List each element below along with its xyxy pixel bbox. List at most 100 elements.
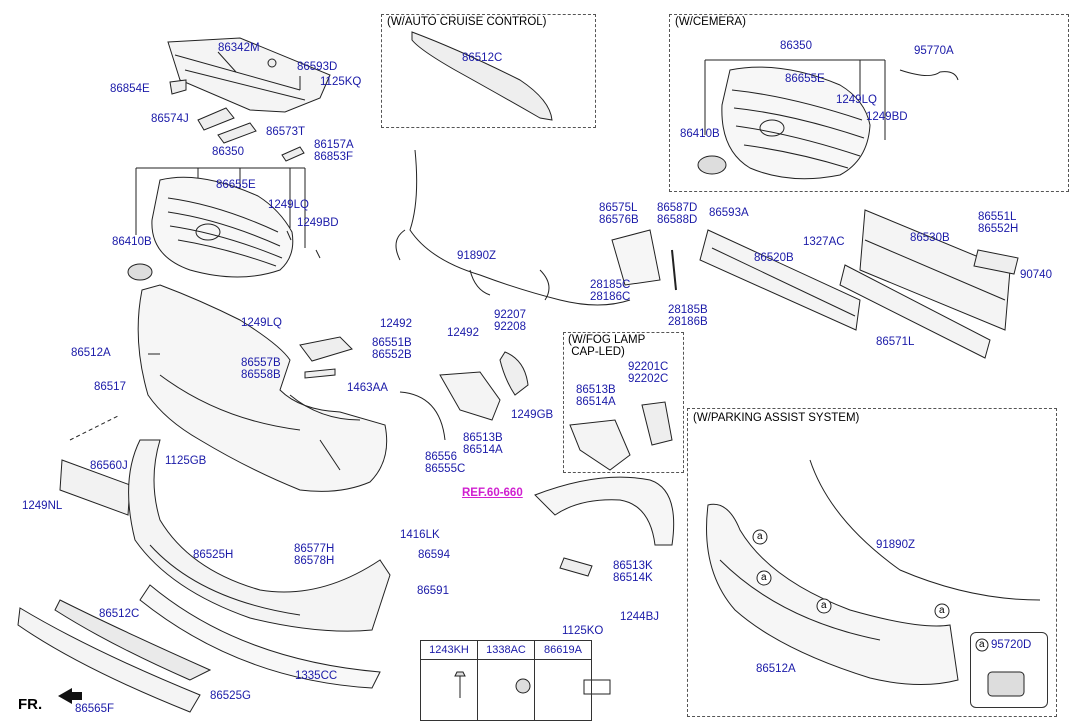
- upper-cover-part: [167, 37, 331, 113]
- part-label[interactable]: 86853F: [314, 151, 354, 163]
- part-label[interactable]: 1463AA: [347, 382, 388, 394]
- part-label[interactable]: 86655E: [216, 179, 256, 191]
- part-label[interactable]: 86530B: [910, 232, 950, 244]
- bracket-86575l: [611, 229, 661, 286]
- fog-bezel-86513b: [439, 371, 501, 421]
- beam-86530b: [859, 209, 1011, 331]
- part-label[interactable]: 86655E: [785, 73, 825, 85]
- part-label[interactable]: 1249BD: [866, 111, 908, 123]
- part-label[interactable]: 86854E: [110, 83, 150, 95]
- part-label[interactable]: 1125KQ: [320, 76, 362, 88]
- clip-86854e: [169, 79, 187, 95]
- part-label[interactable]: 86342M: [218, 42, 260, 54]
- lower-bumper: [128, 439, 391, 632]
- legend-header: 86619A: [534, 640, 592, 660]
- clip-86853f: [281, 146, 305, 162]
- part-label[interactable]: 91890Z: [457, 250, 497, 262]
- part-label[interactable]: 86593A: [709, 207, 749, 219]
- camera-box: [669, 14, 1069, 192]
- part-label[interactable]: 86574J: [151, 113, 189, 125]
- skid-plate: [139, 584, 381, 689]
- part-label[interactable]: 95720D: [991, 639, 1032, 651]
- part-label[interactable]: 86520B: [754, 252, 794, 264]
- auto-cruise-title: (W/AUTO CRUISE CONTROL): [387, 16, 547, 28]
- parking-title: (W/PARKING ASSIST SYSTEM): [693, 412, 860, 424]
- part-label[interactable]: 12492: [447, 327, 479, 339]
- part-label[interactable]: 86512C: [99, 608, 140, 620]
- part-label[interactable]: 90740: [1020, 269, 1052, 281]
- part-label[interactable]: 1249LQ: [836, 94, 877, 106]
- beam-86571l: [839, 264, 991, 359]
- part-label[interactable]: 86350: [212, 146, 244, 158]
- part-label[interactable]: 1125KO: [562, 625, 604, 637]
- part-label[interactable]: 1125GB: [165, 455, 207, 467]
- legend-pad-icon: [534, 659, 592, 721]
- grommet-86593d: [267, 58, 277, 68]
- fastener-legend: 1243KH 1338AC 86619A: [420, 640, 592, 721]
- part-label[interactable]: 86591: [417, 585, 449, 597]
- radiator-grille-left: [127, 176, 294, 281]
- part-label[interactable]: 1244BJ: [620, 611, 660, 623]
- part-label[interactable]: 86157A: [314, 139, 354, 151]
- license-bracket: [59, 459, 131, 516]
- part-label[interactable]: 86513K 86514K: [613, 560, 653, 584]
- part-label[interactable]: 28185C 28186C: [590, 279, 631, 303]
- part-label[interactable]: 86573T: [266, 126, 306, 138]
- front-direction: FR.: [18, 696, 43, 713]
- part-label[interactable]: 86512C: [462, 52, 503, 64]
- marker-a: a: [757, 531, 763, 542]
- part-label[interactable]: 86513B 86514A: [463, 432, 503, 456]
- part-label[interactable]: 92207 92208: [494, 309, 526, 333]
- part-label[interactable]: 1249LQ: [268, 199, 309, 211]
- front-arrow-icon: [58, 688, 82, 704]
- part-label[interactable]: 86594: [418, 549, 450, 561]
- part-label[interactable]: 86410B: [680, 128, 720, 140]
- fender-liner-ref: [534, 476, 675, 546]
- part-label[interactable]: 86512A: [756, 663, 796, 675]
- part-label[interactable]: 86350: [780, 40, 812, 52]
- part-label[interactable]: 86560J: [90, 460, 128, 472]
- part-label[interactable]: 86593D: [297, 61, 338, 73]
- part-label[interactable]: 12492: [380, 318, 412, 330]
- part-label[interactable]: 86517: [94, 381, 126, 393]
- legend-header: 1243KH: [420, 640, 478, 660]
- part-label[interactable]: 86512A: [71, 347, 111, 359]
- part-label[interactable]: 86551B 86552B: [372, 337, 412, 361]
- fog-lamp-92207: [499, 351, 529, 396]
- part-label[interactable]: 95770A: [914, 45, 954, 57]
- fog-lamp-title: (W/FOG LAMP CAP-LED): [568, 334, 646, 358]
- part-label[interactable]: 28185B 28186B: [668, 304, 708, 328]
- wire-harness-main: [409, 149, 631, 306]
- part-label[interactable]: 86575L 86576B: [599, 202, 639, 226]
- marker-a: a: [761, 572, 767, 583]
- part-label[interactable]: 86556 86555C: [425, 451, 466, 475]
- part-label[interactable]: 86577H 86578H: [294, 543, 335, 567]
- part-label[interactable]: 86525G: [210, 690, 251, 702]
- ref-link[interactable]: REF.60-660: [462, 487, 523, 499]
- wire-harness-parking: [809, 459, 1041, 601]
- part-label[interactable]: 1249BD: [297, 217, 339, 229]
- part-label[interactable]: 86565F: [75, 703, 115, 715]
- part-label[interactable]: 86513B 86514A: [576, 384, 616, 408]
- garnish-86565f: [17, 607, 201, 713]
- camera-title: (W/CEMERA): [675, 16, 746, 28]
- part-label[interactable]: 1327AC: [803, 236, 845, 248]
- part-label[interactable]: 86525H: [193, 549, 234, 561]
- part-label[interactable]: 1249LQ: [241, 317, 282, 329]
- part-label[interactable]: 91890Z: [876, 539, 916, 551]
- fog-lamp-box: [563, 332, 684, 473]
- part-label[interactable]: 86551L 86552H: [978, 211, 1019, 235]
- part-label[interactable]: 92201C 92202C: [628, 361, 669, 385]
- bracket-86551l: [973, 249, 1019, 275]
- part-label[interactable]: 86557B 86558B: [241, 357, 281, 381]
- part-label[interactable]: 86587D 86588D: [657, 202, 698, 226]
- part-label[interactable]: 1335CC: [295, 670, 338, 682]
- part-label[interactable]: 1249NL: [22, 500, 63, 512]
- part-label[interactable]: 86410B: [112, 236, 152, 248]
- marker-a: a: [979, 639, 985, 650]
- part-label[interactable]: 1416LK: [400, 529, 440, 541]
- marker-a: a: [821, 600, 827, 611]
- part-label[interactable]: 1249GB: [511, 409, 554, 421]
- part-label[interactable]: 86571L: [876, 336, 915, 348]
